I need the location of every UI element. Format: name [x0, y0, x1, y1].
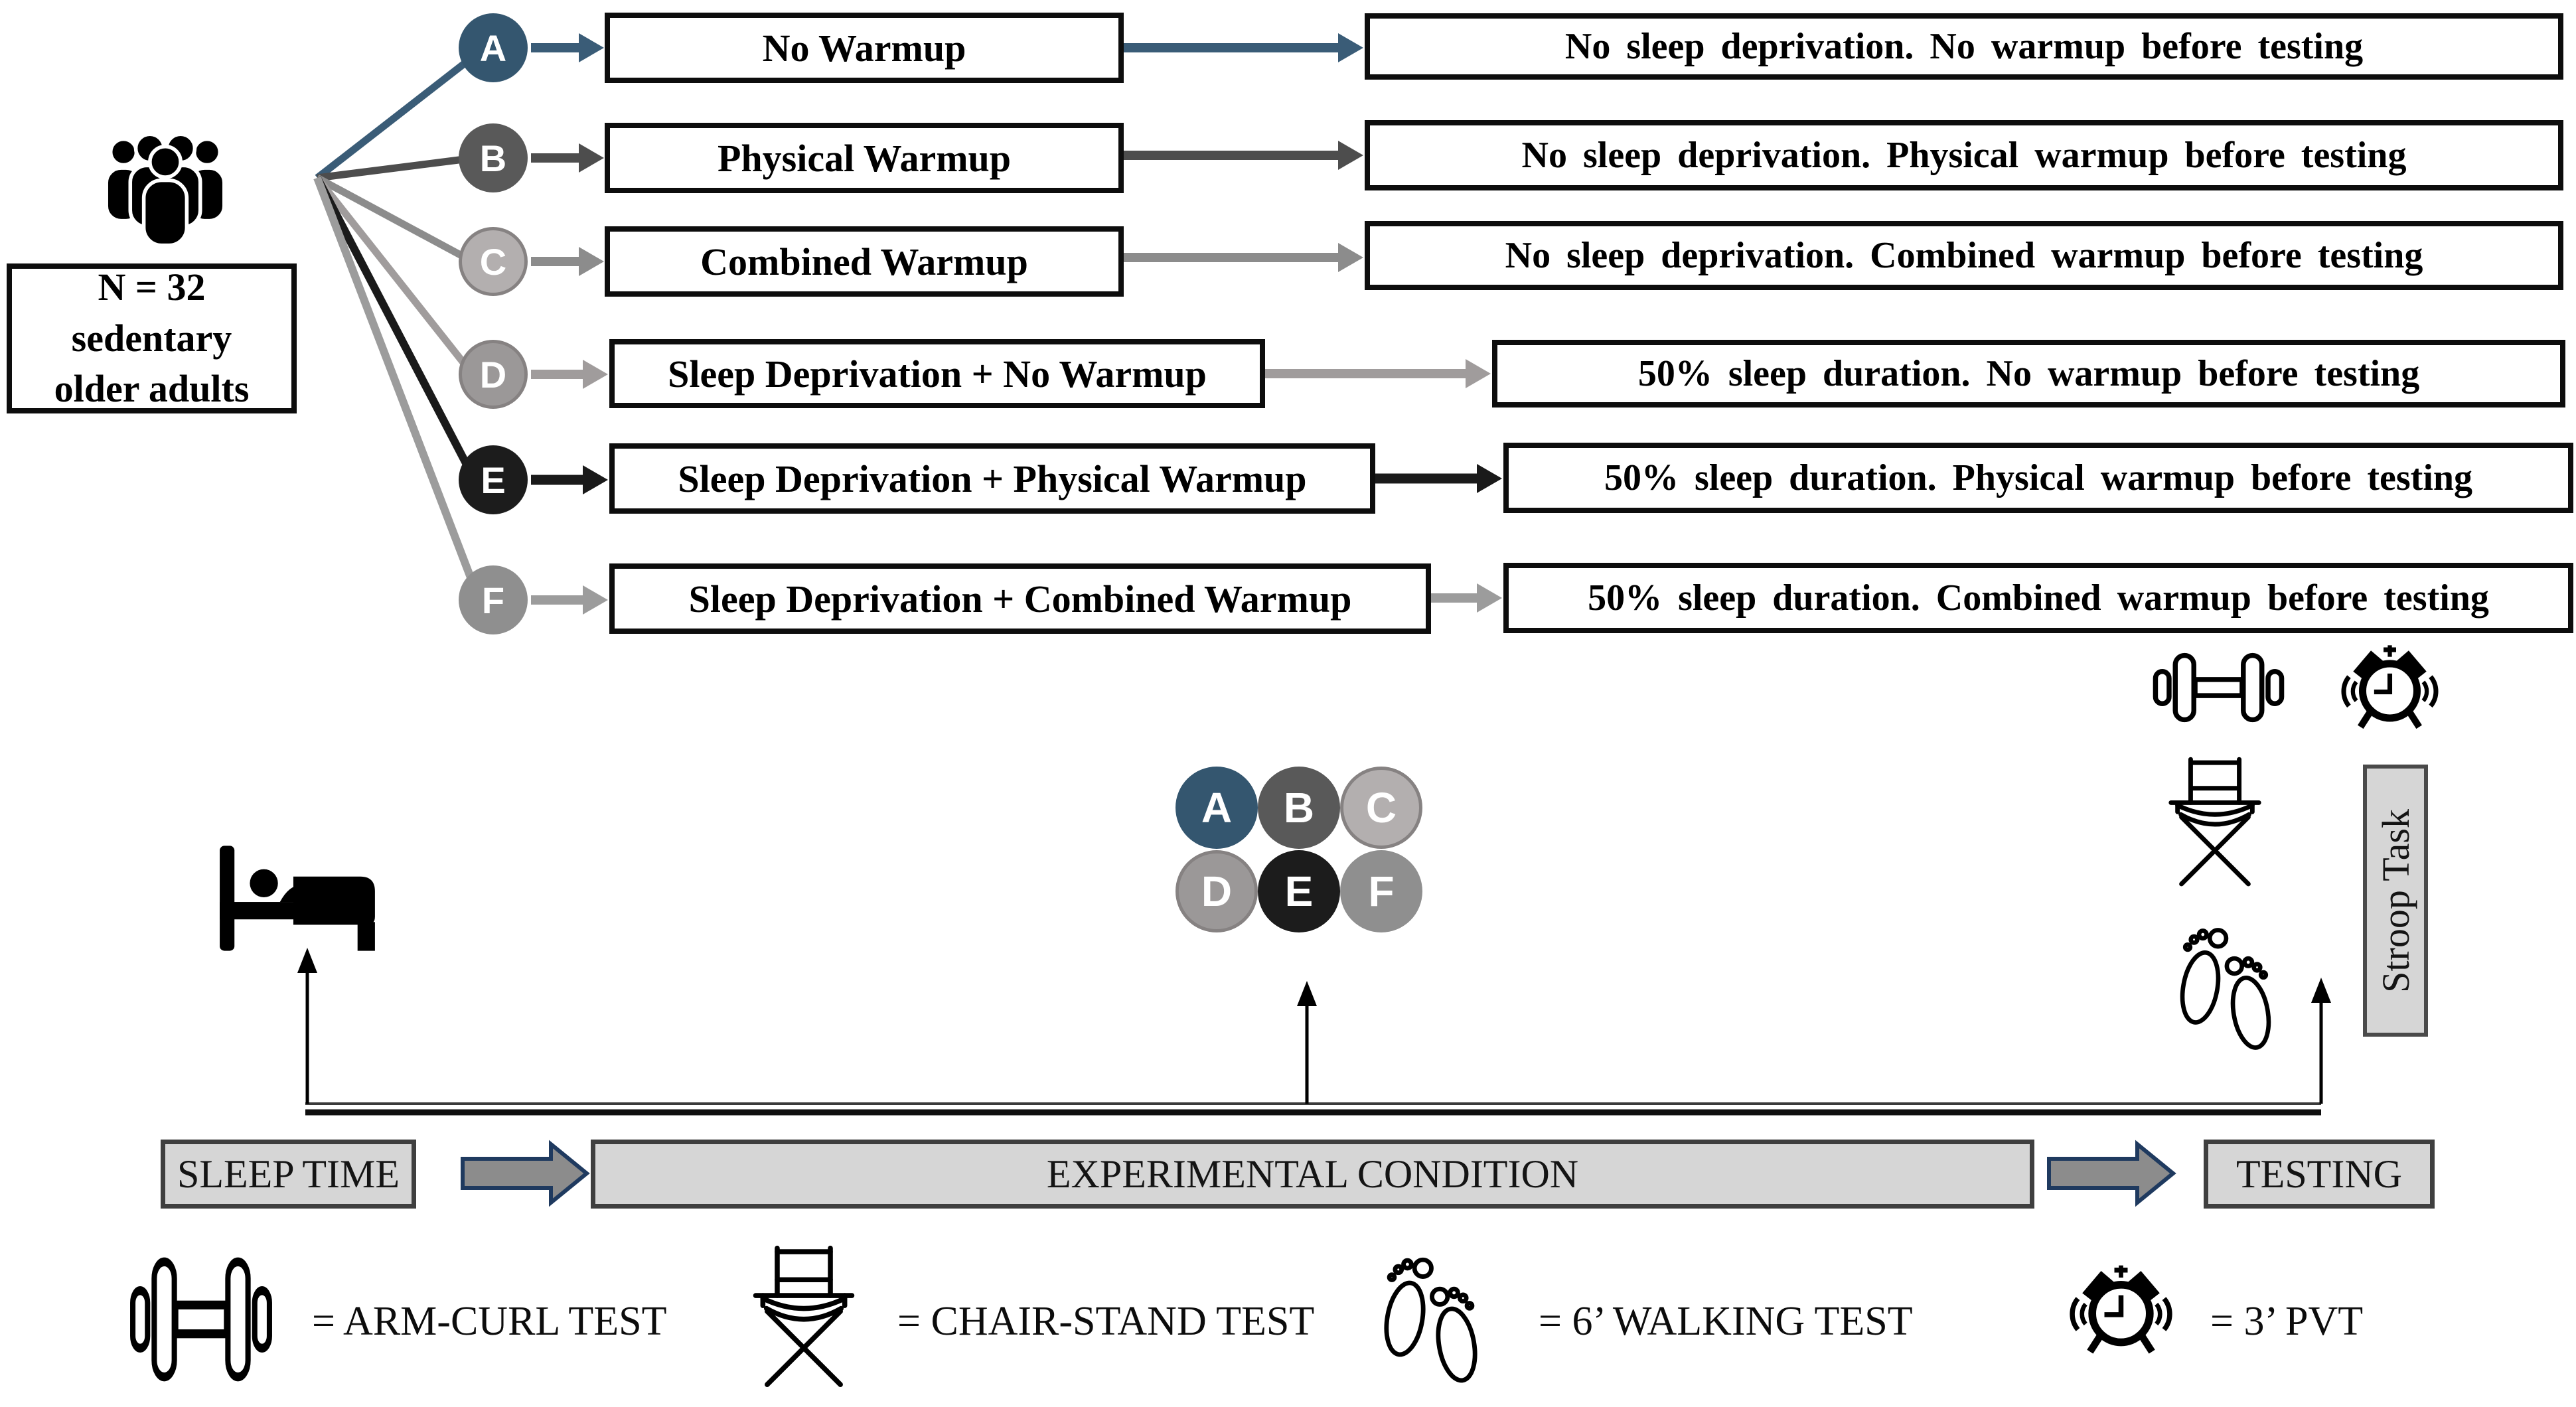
cluster-circle-b: B	[1258, 767, 1340, 849]
chair-icon	[742, 1242, 866, 1400]
fan-line-f	[313, 176, 483, 602]
cluster-circle-c: C	[1340, 767, 1422, 849]
arrowhead-f-to-box	[583, 585, 608, 615]
cluster-letter: F	[1368, 867, 1395, 915]
arrowhead-d-to-box	[583, 360, 608, 389]
condition-box-f: Sleep Deprivation + Combined Warmup	[609, 563, 1431, 634]
condition-circle-f: F	[459, 565, 528, 634]
block-arrow-condition-to-testing	[2047, 1140, 2176, 1207]
cluster-circle-f: F	[1340, 850, 1422, 932]
arrowhead-b-to-box	[579, 143, 604, 173]
condition-letter: F	[481, 579, 505, 621]
cluster-circle-e: E	[1258, 850, 1340, 932]
arrowhead-b-to-outcome	[1338, 141, 1363, 170]
condition-box-d: Sleep Deprivation + No Warmup	[609, 339, 1265, 408]
legend-chair-stand-label: = CHAIR-STAND TEST	[897, 1299, 1315, 1344]
stage-box-testing: TESTING	[2204, 1140, 2435, 1209]
condition-letter: E	[481, 459, 506, 501]
arrowhead-f-to-outcome	[1477, 583, 1502, 613]
cluster-letter: A	[1201, 784, 1233, 832]
people-group-icon	[92, 121, 239, 249]
condition-circle-a: A	[459, 13, 528, 82]
arrowhead-a-to-outcome	[1338, 33, 1363, 62]
cluster-circle-d: D	[1175, 850, 1258, 932]
outcome-box-b: No sleep deprivation. Physical warmup be…	[1365, 120, 2563, 190]
outcome-box-d: 50% sleep duration. No warmup before tes…	[1492, 340, 2565, 407]
stage-box-experimental-condition: EXPERIMENTAL CONDITION	[591, 1140, 2034, 1209]
stroop-task-box: Stroop Task	[2363, 765, 2428, 1037]
alarm-clock-icon	[2328, 641, 2451, 735]
cluster-letter: D	[1201, 867, 1233, 915]
stage-box-sleep-time: SLEEP TIME	[161, 1140, 416, 1209]
up-arrow-testing-head	[2311, 978, 2331, 1003]
condition-box-b: Physical Warmup	[605, 123, 1124, 193]
outcome-box-f: 50% sleep duration. Combined warmup befo…	[1503, 563, 2573, 633]
condition-letter: B	[479, 137, 507, 179]
condition-box-a: No Warmup	[605, 13, 1124, 83]
arrowhead-c-to-outcome	[1338, 243, 1363, 272]
cluster-letter: B	[1283, 784, 1315, 832]
condition-circle-b: B	[459, 123, 528, 192]
fan-line-b	[317, 154, 475, 182]
cluster-letter: E	[1284, 867, 1314, 915]
condition-letter: C	[479, 240, 507, 283]
condition-box-e: Sleep Deprivation + Physical Warmup	[609, 443, 1375, 514]
block-arrow-sleep-to-condition	[461, 1140, 590, 1207]
outcome-box-a: No sleep deprivation. No warmup before t…	[1365, 13, 2563, 80]
fan-line-a	[315, 47, 484, 181]
dumbbell-icon	[127, 1253, 275, 1386]
fan-line-c	[315, 175, 475, 265]
bed-sleep-icon	[216, 843, 383, 954]
legend-arm-curl-label: = ARM-CURL TEST	[312, 1299, 667, 1344]
fan-line-e	[313, 176, 479, 482]
condition-circle-c: C	[459, 227, 528, 296]
alarm-clock-icon	[2056, 1261, 2186, 1361]
condition-circle-e: E	[459, 445, 528, 514]
condition-letter: D	[479, 353, 507, 396]
cluster-circle-a: A	[1175, 767, 1258, 849]
chair-icon	[2159, 754, 2271, 899]
population-box: N = 32 sedentary older adults	[7, 263, 297, 413]
arrowhead-d-to-outcome	[1466, 359, 1491, 388]
arrowhead-a-to-box	[579, 33, 604, 62]
outcome-box-c: No sleep deprivation. Combined warmup be…	[1365, 221, 2563, 290]
arrowhead-e-to-outcome	[1477, 464, 1502, 493]
footprints-icon	[2162, 916, 2289, 1057]
footprints-icon	[1366, 1234, 1495, 1400]
fan-line-d	[314, 175, 476, 377]
arrowhead-c-to-box	[579, 247, 604, 276]
up-arrow-condition-head	[1297, 981, 1317, 1006]
arrowhead-e-to-box	[583, 465, 608, 494]
condition-circle-d: D	[459, 340, 528, 409]
outcome-box-e: 50% sleep duration. Physical warmup befo…	[1503, 443, 2573, 513]
up-arrow-sleep-head	[297, 948, 317, 973]
dumbbell-icon	[2151, 650, 2287, 725]
condition-box-c: Combined Warmup	[605, 226, 1124, 297]
legend-walking-test-label: = 6’ WALKING TEST	[1539, 1299, 1913, 1344]
stroop-task-label: Stroop Task	[2374, 808, 2417, 993]
legend-pvt-label: = 3’ PVT	[2210, 1299, 2364, 1344]
condition-letter: A	[479, 27, 507, 69]
cluster-letter: C	[1365, 784, 1397, 832]
